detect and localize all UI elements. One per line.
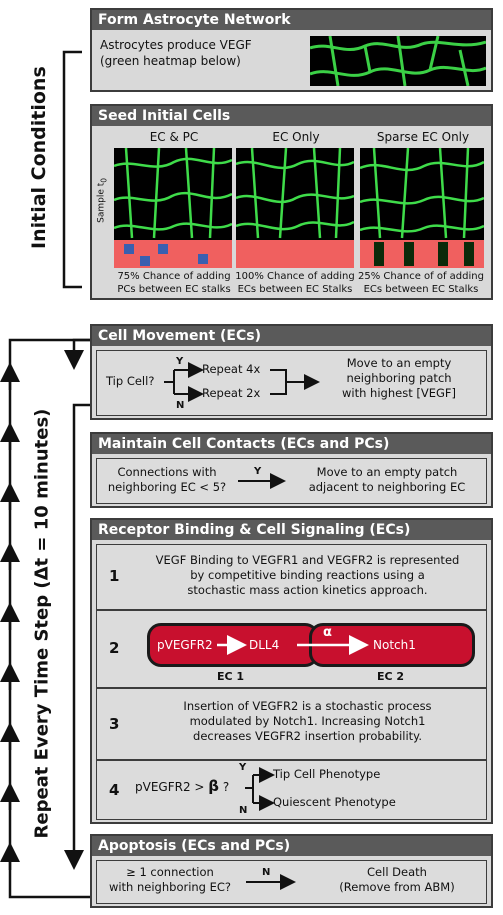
step-3-box: 3 Insertion of VEGFR2 is a stochastic pr… <box>96 688 487 760</box>
step-4-no-label: N <box>239 805 248 816</box>
seed-col-1-image <box>114 148 232 268</box>
ec2-label: EC 2 <box>377 670 405 683</box>
pc-cell <box>140 256 150 266</box>
repeat-time-step-text: Repeat Every Time Step (Δt = 10 minutes) <box>31 408 53 839</box>
movement-yes-label: Y <box>176 356 184 367</box>
contacts-res-2: adjacent to neighboring EC <box>308 480 466 494</box>
step-1-line-3: stochastic mass action kinetics approach… <box>187 583 428 597</box>
seed-col-3-image <box>360 148 484 268</box>
movement-no-label: N <box>176 400 185 411</box>
step-3-number: 3 <box>109 715 120 733</box>
step-3-line-2: modulated by Notch1. Increasing Notch1 <box>189 714 426 728</box>
form-network-text-2: (green heatmap below) <box>100 54 241 68</box>
step-1-line-2: by competitive binding reactions using a <box>190 568 425 582</box>
seed-col-1-title: EC & PC <box>149 130 199 144</box>
phenotype-arrows <box>245 767 275 811</box>
dll4-label: DLL4 <box>249 638 280 652</box>
signaling-arrows <box>217 635 369 655</box>
seed-col-3-caption-2: ECs between EC Stalks <box>363 284 479 295</box>
step-4-box: 4 pVEGFR2 > β ? Y N Tip Cell Phenotype Q… <box>96 760 487 820</box>
apoptosis-cond-2: with neighboring EC? <box>108 880 232 894</box>
sample-label-text: Sample t <box>96 182 107 223</box>
form-network-title: Form Astrocyte Network <box>92 10 491 30</box>
gap-cell <box>374 242 384 266</box>
movement-result-2: neighboring patch <box>346 371 452 385</box>
initial-conditions-label: Initial Conditions <box>28 66 50 249</box>
gap-cell <box>404 242 414 266</box>
seed-col-3-caption-1: 25% Chance of of adding <box>358 271 484 282</box>
receptor-panel: Receptor Binding & Cell Signaling (ECs) … <box>90 518 493 824</box>
notch1-label: Notch1 <box>373 638 416 652</box>
step-2-box: 2 pVEGFR2 DLL4 α Notch1 EC 1 EC 2 <box>96 610 487 688</box>
movement-result-3: with highest [VEGF] <box>342 386 456 400</box>
form-network-panel: Form Astrocyte Network Astrocytes produc… <box>90 8 493 92</box>
apoptosis-arrow <box>246 874 296 890</box>
movement-panel: Cell Movement (ECs) Tip Cell? Y N Repeat… <box>90 324 493 420</box>
vegf-heatmap-sample <box>310 36 486 86</box>
pc-cell <box>158 244 168 254</box>
apoptosis-cond-1: ≥ 1 connection <box>126 865 214 879</box>
ec1-box <box>147 623 319 667</box>
contacts-box <box>96 458 487 504</box>
receptor-title: Receptor Binding & Cell Signaling (ECs) <box>92 520 491 540</box>
contacts-res-1: Move to an empty patch <box>316 465 458 479</box>
gap-cell <box>438 242 448 266</box>
pvegfr2-label: pVEGFR2 <box>157 638 213 652</box>
seed-col-1-caption-1: 75% Chance of adding <box>117 271 231 282</box>
step-4-cond-text: pVEGFR2 > <box>135 780 205 794</box>
seed-col-2-caption-2: ECs between EC Stalks <box>237 284 353 295</box>
contacts-title: Maintain Cell Contacts (ECs and PCs) <box>92 434 491 454</box>
step-2-number: 2 <box>109 639 120 657</box>
step-3-line-3: decreases VEGFR2 insertion probability. <box>193 729 422 743</box>
step-1-number: 1 <box>109 567 120 585</box>
step-4-question: ? <box>222 780 230 794</box>
step-4-number: 4 <box>109 781 120 799</box>
apoptosis-res-1: Cell Death <box>367 865 427 879</box>
seed-col-3-title: Sparse EC Only <box>376 130 470 144</box>
apoptosis-panel: Apoptosis (ECs and PCs) ≥ 1 connection w… <box>90 834 493 908</box>
apoptosis-res-2: (Remove from ABM) <box>339 880 455 894</box>
seed-title: Seed Initial Cells <box>92 106 491 126</box>
seed-col-2-title: EC Only <box>272 130 320 144</box>
sample-t0-label: Sample t0 <box>95 175 112 225</box>
apoptosis-title: Apoptosis (ECs and PCs) <box>92 836 491 856</box>
alpha-label: α <box>323 625 332 640</box>
pc-cell <box>198 254 208 264</box>
step-1-line-1: VEGF Binding to VEGFR1 and VEGFR2 is rep… <box>155 553 460 567</box>
step-1-box: 1 VEGF Binding to VEGFR1 and VEGFR2 is r… <box>96 544 487 610</box>
form-network-text-1: Astrocytes produce VEGF <box>100 38 252 52</box>
repeat-4x: Repeat 4x <box>202 362 261 376</box>
gap-cell <box>464 242 474 266</box>
seed-col-2-caption-1: 100% Chance of adding <box>235 271 355 282</box>
contacts-yes-label: Y <box>254 466 262 477</box>
step-3-line-1: Insertion of VEGFR2 is a stochastic proc… <box>183 699 432 713</box>
contacts-arrow <box>238 473 286 489</box>
pc-cell <box>124 244 134 254</box>
repeat-time-step-label: Repeat Every Time Step (Δt = 10 minutes) <box>32 409 53 839</box>
cell-row-2 <box>236 240 354 268</box>
movement-title: Cell Movement (ECs) <box>92 326 491 346</box>
ec1-label: EC 1 <box>217 670 245 683</box>
contacts-cond-1: Connections with <box>117 465 217 479</box>
tip-cell-question: Tip Cell? <box>106 374 155 388</box>
step-4-condition: pVEGFR2 > β ? <box>135 779 229 795</box>
contacts-cond-2: neighboring EC < 5? <box>107 480 227 494</box>
seed-col-2-image <box>236 148 354 268</box>
quiescent-phenotype: Quiescent Phenotype <box>273 795 396 809</box>
contacts-panel: Maintain Cell Contacts (ECs and PCs) Con… <box>90 432 493 508</box>
movement-result-1: Move to an empty <box>346 356 452 370</box>
step-4-yes-label: Y <box>239 762 247 773</box>
movement-arrows <box>164 362 495 402</box>
tip-phenotype: Tip Cell Phenotype <box>273 767 381 781</box>
seed-panel: Seed Initial Cells EC & PC EC Only Spars… <box>90 104 493 300</box>
sample-label-sub: 0 <box>99 177 109 183</box>
repeat-2x: Repeat 2x <box>202 386 261 400</box>
beta-symbol: β <box>208 777 220 795</box>
seed-col-1-caption-2: PCs between EC stalks <box>117 284 231 295</box>
apoptosis-no-label: N <box>262 867 271 878</box>
